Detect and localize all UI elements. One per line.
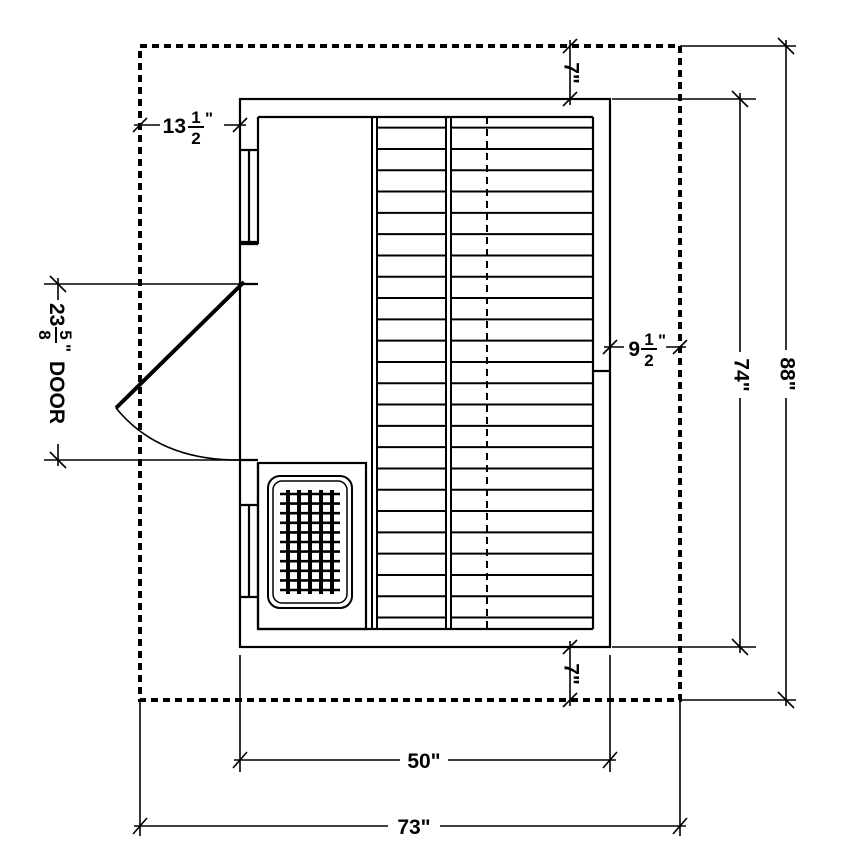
dim-overall-width-tick-left bbox=[132, 817, 148, 835]
dim-door-tick-top bbox=[49, 275, 67, 293]
dim-interior-depth-tick-bottom bbox=[731, 638, 749, 656]
dimension-labels: 73" 50" 88" 74" 7" 7" 13 1 2 " 9 1 2 " 2… bbox=[35, 62, 798, 839]
right-clearance-unit: " bbox=[658, 331, 666, 350]
bench-slats bbox=[377, 126, 593, 619]
door-width-whole: 23 bbox=[45, 303, 68, 326]
right-clearance-numerator: 1 bbox=[644, 330, 653, 349]
sauna-cabin bbox=[238, 97, 612, 649]
bench-area bbox=[371, 117, 593, 629]
overall-depth-label: 88" bbox=[775, 357, 798, 390]
door bbox=[114, 280, 246, 461]
side-clearance-label: 13 1 2 " bbox=[163, 108, 213, 148]
door-leaf bbox=[114, 280, 246, 410]
interior-width-label: 50" bbox=[407, 750, 440, 773]
bottom-clearance-label: 7" bbox=[559, 663, 582, 685]
interior-depth-label: 74" bbox=[729, 358, 752, 391]
right-clearance-label: 9 1 2 " bbox=[628, 330, 666, 370]
side-clearance-whole: 13 bbox=[163, 115, 186, 138]
right-clearance-denominator: 2 bbox=[644, 351, 653, 370]
heater-element-grid bbox=[280, 490, 340, 594]
door-width-unit: " bbox=[55, 344, 74, 352]
door-swing-arc bbox=[115, 407, 245, 461]
heater-body-inner bbox=[272, 480, 348, 604]
side-clearance-denominator: 2 bbox=[191, 129, 200, 148]
heater-enclosure bbox=[256, 461, 368, 631]
dim-interior-depth-tick-top bbox=[731, 90, 749, 108]
overall-width-label: 73" bbox=[397, 816, 430, 839]
right-clearance-whole: 9 bbox=[628, 338, 640, 361]
sauna-heater bbox=[267, 475, 353, 609]
door-width-caption: DOOR bbox=[45, 361, 68, 424]
dim-side-clearance-tick-right bbox=[232, 117, 248, 133]
dim-top-clearance-tick-top bbox=[562, 38, 578, 54]
dim-bottom-clearance-tick-top bbox=[562, 639, 578, 655]
dimension-lines bbox=[44, 37, 796, 836]
heater-body-outer bbox=[267, 475, 353, 609]
side-clearance-numerator: 1 bbox=[191, 108, 200, 127]
dim-interior-width-tick-left bbox=[232, 751, 248, 769]
clearance-boundary bbox=[138, 44, 682, 702]
dim-bottom-clearance-tick-bottom bbox=[562, 692, 578, 708]
door-width-denominator: 8 bbox=[35, 330, 54, 339]
side-clearance-unit: " bbox=[205, 109, 213, 128]
dim-overall-width-tick-right bbox=[672, 817, 688, 835]
dim-right-clearance-tick-right bbox=[672, 339, 688, 355]
cabin-outer-wall bbox=[238, 97, 612, 649]
dim-door-tick-bottom bbox=[49, 451, 67, 469]
dim-overall-depth-tick-top bbox=[777, 37, 795, 55]
dim-interior-width-tick-right bbox=[602, 751, 618, 769]
dim-top-clearance-tick-bottom bbox=[562, 91, 578, 107]
dim-overall-depth-tick-bottom bbox=[777, 691, 795, 709]
dim-side-clearance-tick-left bbox=[132, 117, 148, 133]
door-width-numerator: 5 bbox=[56, 330, 75, 339]
door-width-label: 23 5 8 " DOOR bbox=[35, 303, 75, 424]
dim-right-clearance-tick-left bbox=[602, 339, 618, 355]
top-clearance-label: 7" bbox=[559, 62, 582, 84]
